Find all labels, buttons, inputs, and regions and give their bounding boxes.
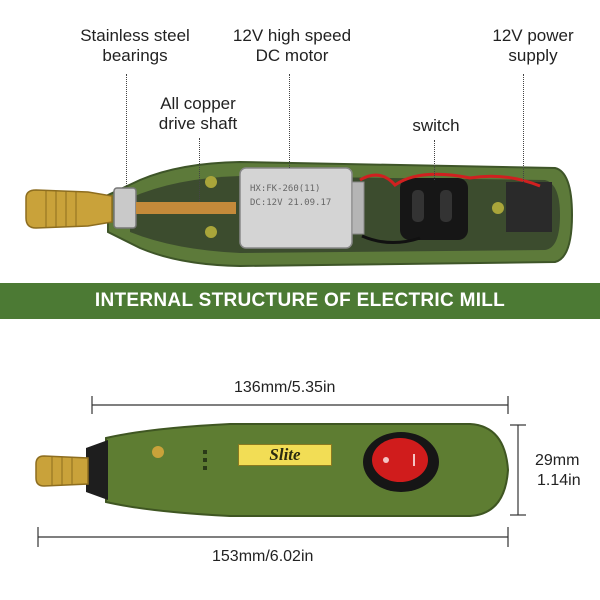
bearing [113, 187, 137, 229]
dim-body-length: 136mm/5.35in [234, 379, 336, 396]
motor-marking: HX:FK-260(11) DC:12V 21.09.17 [250, 184, 332, 208]
label-power: 12V power supply [492, 26, 574, 65]
leader-switch [434, 140, 435, 180]
screw [205, 226, 217, 238]
section-banner: INTERNAL STRUCTURE OF ELECTRIC MILL [0, 283, 600, 319]
black-wire [361, 234, 421, 244]
power-switch [372, 438, 428, 482]
leader-shaft [199, 138, 200, 202]
product-body [105, 423, 510, 517]
label-switch: switch [412, 116, 460, 135]
vent-slots [203, 450, 207, 470]
screw [492, 202, 504, 214]
dim-total-length: 153mm/6.02in [212, 548, 314, 565]
nose-cone [86, 440, 108, 500]
label-bearings: Stainless steel bearings [80, 26, 190, 65]
dim-height-in: 1.14in [537, 472, 581, 489]
leader-motor [289, 74, 290, 168]
leader-bearings [126, 74, 127, 186]
switch-indicator-icon [383, 457, 389, 463]
dim-height-mm: 29mm [535, 452, 580, 469]
screw [205, 176, 217, 188]
brand-text: Slite [269, 445, 301, 464]
brass-collet-top [25, 189, 113, 229]
power-contacts [506, 182, 552, 232]
label-motor: 12V high speed DC motor [232, 26, 352, 65]
switch-block [400, 178, 468, 240]
leader-power [523, 74, 524, 182]
drive-shaft [136, 202, 236, 214]
red-wire [359, 172, 541, 188]
brand-badge: Slite [238, 444, 332, 466]
shaft-lock-button [152, 446, 164, 458]
label-shaft: All copper drive shaft [158, 94, 238, 133]
